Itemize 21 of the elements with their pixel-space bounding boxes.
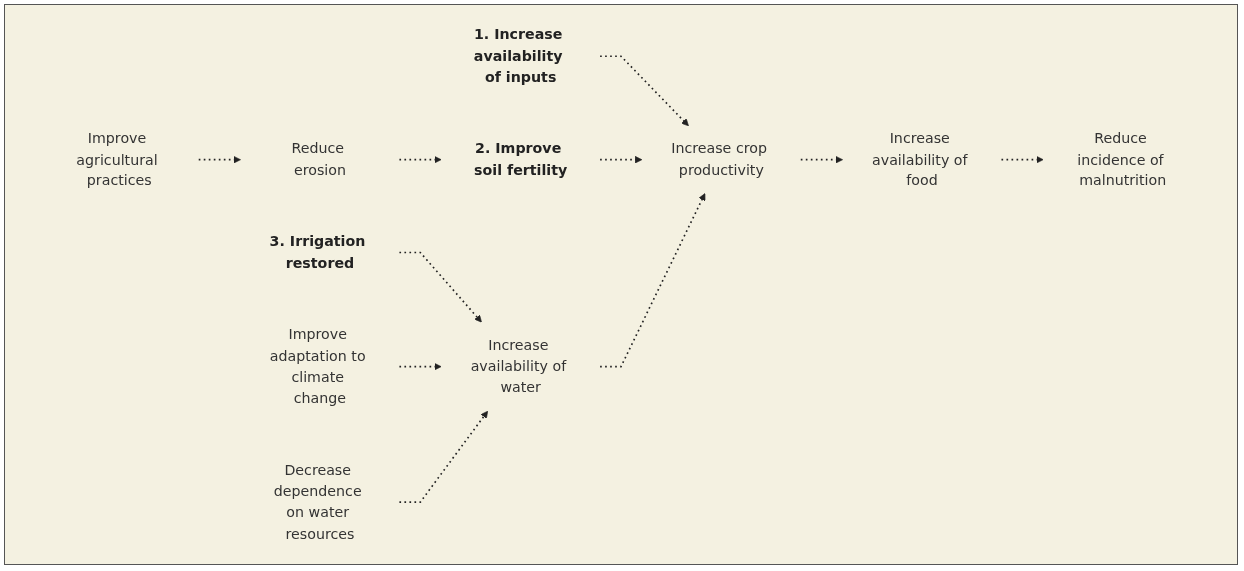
node-text: 2. Improve soil fertility bbox=[474, 140, 568, 179]
arrow bbox=[197, 156, 241, 164]
arrow bbox=[398, 251, 482, 323]
arrow bbox=[398, 410, 488, 503]
node-text: Increase availability of food bbox=[872, 129, 968, 189]
node-text: Improve agricultural practices bbox=[76, 129, 158, 189]
node-text: Improve adaptation to climate change bbox=[269, 325, 366, 407]
arrow bbox=[398, 363, 442, 371]
arrow bbox=[599, 193, 706, 368]
arrow bbox=[799, 156, 843, 164]
arrow bbox=[398, 156, 442, 164]
node-text: Increase crop productivity bbox=[671, 140, 767, 179]
arrow bbox=[599, 55, 689, 127]
arrow bbox=[1000, 156, 1044, 164]
node-text: Increase availability of water bbox=[470, 336, 567, 396]
arrow bbox=[599, 156, 643, 164]
node-text: 3. Irrigation restored bbox=[269, 232, 366, 271]
node-text: 1. Increase availability of inputs bbox=[473, 25, 563, 86]
node-text: Reduce incidence of malnutrition bbox=[1077, 129, 1167, 189]
node-text: Decrease dependence on water resources bbox=[273, 461, 362, 542]
node-text: Reduce erosion bbox=[291, 140, 346, 179]
